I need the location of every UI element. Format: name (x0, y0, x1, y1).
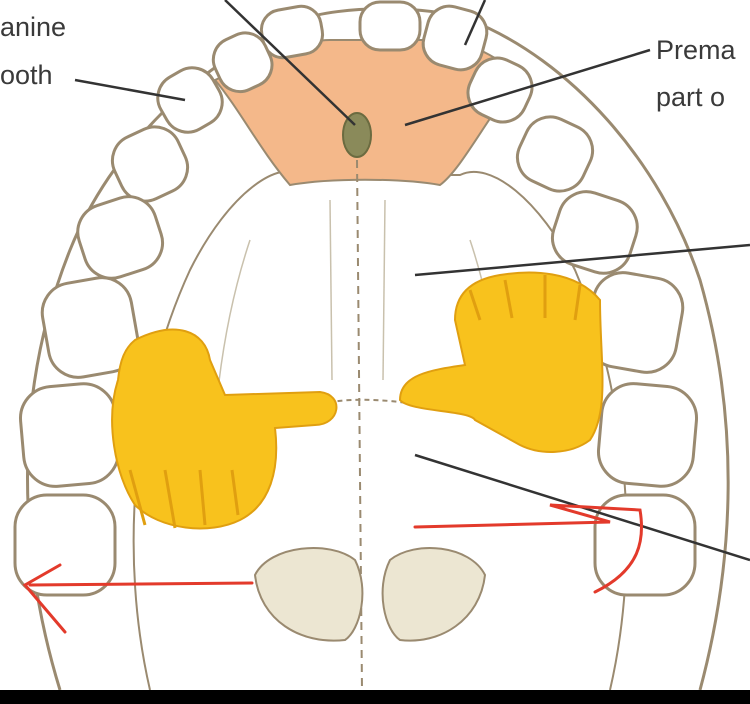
label-canine: anine (0, 12, 67, 42)
red-annotations (22, 503, 644, 634)
red-arrow-left (28, 581, 254, 587)
leader-palatine-process (414, 243, 750, 277)
backhand-index-pointing-right-icon (111, 328, 338, 530)
tooth (76, 195, 165, 280)
tooth (550, 190, 639, 275)
incisive-fossa (342, 112, 372, 158)
tooth (358, 0, 422, 52)
tooth (13, 493, 117, 597)
tooth (211, 31, 274, 94)
tooth (593, 493, 697, 597)
leader-fossa (224, 0, 356, 126)
label-tooth: ooth (0, 60, 53, 90)
label-part: part o (656, 82, 726, 112)
red-bracket (413, 503, 644, 594)
red-arrowhead (22, 563, 67, 634)
backhand-index-pointing-left-icon (398, 271, 604, 453)
leader-canine (74, 78, 186, 102)
label-premaxilla: Prema (656, 35, 736, 65)
right-choana (381, 547, 487, 642)
left-teeth (13, 4, 325, 597)
tooth (18, 382, 121, 488)
tooth (110, 125, 190, 203)
bottom-bar (0, 690, 750, 704)
tooth (466, 56, 534, 124)
tooth (156, 66, 224, 134)
tooth (421, 4, 489, 72)
left-choana (253, 547, 364, 642)
tooth (40, 276, 140, 379)
tooth (515, 115, 595, 193)
tooth (596, 382, 699, 488)
leader-top-right (463, 0, 487, 46)
leader-premaxilla (404, 48, 651, 127)
